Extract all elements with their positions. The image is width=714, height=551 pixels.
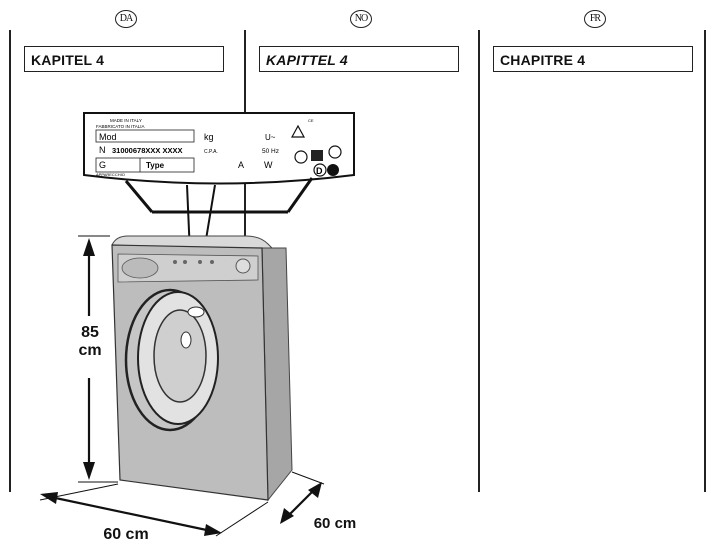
language-code: FR <box>584 10 606 28</box>
column-divider-left <box>9 30 11 492</box>
height-value: 85 <box>81 324 99 341</box>
detergent-drawer-icon <box>121 257 159 279</box>
chapter-heading-no: KAPITTEL 4 <box>259 46 459 72</box>
program-knob-icon <box>235 258 251 274</box>
door-window <box>153 309 207 403</box>
plate-serial-label: N <box>99 145 106 155</box>
chapter-heading-da: KAPITEL 4 <box>24 46 224 72</box>
plate-cpa-label: C.P.A. <box>204 149 218 155</box>
language-marker-da: DA <box>113 6 139 28</box>
rating-plate: MADE IN ITALY FABBRICATO IN ITALIA Mod N… <box>83 112 355 185</box>
plate-voltage-label: U~ <box>265 133 276 142</box>
plate-bottom-text: APPARECCHIO <box>96 172 125 177</box>
arrow-down-left-icon <box>280 508 294 524</box>
height-dimension <box>78 235 118 483</box>
plate-kg-label: kg <box>204 132 214 142</box>
plate-origin-line2: FABBRICATO IN ITALIA <box>96 124 145 129</box>
plate-g-label: G <box>99 160 106 170</box>
plate-watt-label: W <box>264 160 273 170</box>
column-divider-2 <box>478 30 480 492</box>
depth-label: 60 cm <box>313 515 357 532</box>
language-code: NO <box>350 10 372 28</box>
depth-dimension <box>280 471 325 524</box>
height-unit: cm <box>78 342 102 359</box>
arrow-right-icon <box>204 524 222 536</box>
cert-mark-icon <box>328 145 342 159</box>
plate-type-label: Type <box>146 161 165 170</box>
width-label: 60 cm <box>103 526 149 543</box>
language-marker-fr: FR <box>582 6 608 28</box>
height-label: 85 cm <box>72 324 108 360</box>
language-code: DA <box>115 10 137 28</box>
chapter-heading-fr: CHAPITRE 4 <box>493 46 693 72</box>
plate-mod-label: Mod <box>99 132 117 142</box>
washing-machine <box>111 235 293 502</box>
arrow-up-icon <box>83 238 95 256</box>
cert-mark-icon <box>294 150 308 164</box>
cert-mark-box-icon <box>311 150 323 161</box>
plate-a-label: A <box>238 160 244 170</box>
width-dimension <box>39 483 269 537</box>
language-marker-no: NO <box>348 6 374 28</box>
d-mark-icon <box>313 163 327 177</box>
column-divider-right <box>704 30 706 492</box>
plate-serial-value: 31000678XXX XXXX <box>112 146 182 155</box>
plate-origin-line1: MADE IN ITALY <box>110 118 142 123</box>
warning-triangle-icon <box>290 124 306 138</box>
cert-mark-filled-icon <box>327 164 339 176</box>
plate-cert-text-icon: CE <box>308 118 314 123</box>
arrow-up-right-icon <box>308 482 322 498</box>
arrow-down-icon <box>83 462 95 480</box>
plate-d-label: D <box>316 166 323 176</box>
plate-freq-label: 50 Hz <box>262 148 279 155</box>
